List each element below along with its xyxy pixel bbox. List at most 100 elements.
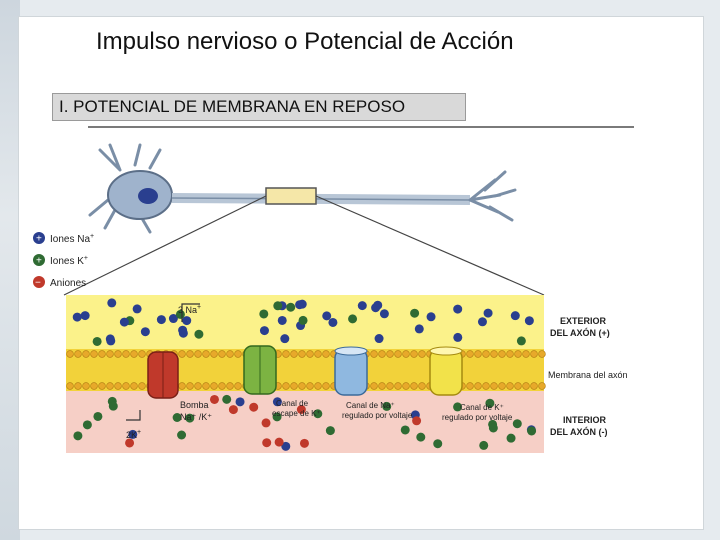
lipid-head	[378, 382, 386, 390]
lipid-head	[210, 382, 218, 390]
lipid-head	[138, 350, 146, 358]
lipid-head	[370, 382, 378, 390]
lipid-head	[298, 350, 306, 358]
legend-anion-sign: −	[35, 278, 41, 289]
k-ion	[527, 426, 537, 436]
lipid-head	[114, 382, 122, 390]
leak-label-line1: Canal de	[276, 399, 309, 408]
lipid-head	[530, 382, 538, 390]
lipid-head	[106, 382, 114, 390]
na-ion	[277, 315, 287, 325]
lipid-head	[98, 350, 106, 358]
k-ion	[272, 412, 282, 422]
lipid-head	[218, 350, 226, 358]
k-ion	[177, 430, 187, 440]
k-ion	[286, 302, 296, 312]
k-voltage-channel	[429, 346, 463, 396]
lipid-head	[122, 350, 130, 358]
lipid-head	[226, 350, 234, 358]
anion	[262, 438, 272, 448]
na-ion	[371, 303, 381, 313]
k-ion	[410, 308, 420, 318]
lipid-head	[74, 350, 82, 358]
na-channel-label-line1: Canal de Na⁺	[346, 401, 395, 410]
k-channel-label-line1: Canal de K⁺	[460, 403, 504, 412]
lipid-head	[290, 350, 298, 358]
lipid-head	[218, 382, 226, 390]
k-ion	[172, 413, 182, 423]
na-channel-label-line2: regulado por voltaje	[342, 411, 413, 420]
k-ion	[194, 329, 204, 339]
na-ion	[272, 397, 282, 407]
lipid-head	[402, 350, 410, 358]
lipid-head	[386, 350, 394, 358]
lipid-head	[178, 350, 186, 358]
lipid-head	[194, 350, 202, 358]
lipid-head	[138, 382, 146, 390]
k-ion	[516, 336, 526, 346]
lipid-head	[322, 382, 330, 390]
k-ion	[453, 402, 463, 412]
k-ion	[416, 432, 426, 442]
legend: + Iones Na+ + Iones K+ − Aniones	[33, 232, 94, 289]
membrane-label: Membrana del axón	[548, 370, 628, 380]
k-ion	[485, 398, 495, 408]
lipid-head	[538, 350, 546, 358]
lipid-head	[202, 350, 210, 358]
k-leak-channel	[243, 345, 277, 395]
lipid-head	[418, 382, 426, 390]
k-ion	[348, 314, 358, 324]
na-ion	[414, 324, 424, 334]
lipid-head	[482, 350, 490, 358]
lipid-head	[538, 382, 546, 390]
legend-k-sign: +	[36, 256, 42, 267]
lipid-head	[498, 382, 506, 390]
k-ion	[93, 411, 103, 421]
na-ion	[168, 314, 178, 324]
heading-underline	[88, 126, 634, 128]
legend-na-sign: +	[36, 234, 42, 245]
pump-label-line1: Bomba	[180, 400, 209, 410]
lipid-head	[194, 382, 202, 390]
lipid-head	[282, 382, 290, 390]
k-ion	[325, 426, 335, 436]
na-ion	[379, 309, 389, 319]
lipid-head	[474, 350, 482, 358]
lipid-head	[514, 350, 522, 358]
lipid-head	[114, 350, 122, 358]
section-heading-box: I. POTENCIAL DE MEMBRANA EN REPOSO	[52, 93, 466, 121]
neuron-illustration	[88, 143, 517, 234]
k-ion	[92, 336, 102, 346]
na-ion	[280, 334, 290, 344]
lipid-head	[394, 350, 402, 358]
na-ion	[119, 317, 129, 327]
k-ion	[400, 425, 410, 435]
legend-na-label: Iones Na+	[50, 233, 94, 245]
k-ion	[506, 433, 516, 443]
na-voltage-channel	[334, 346, 368, 396]
lipid-head	[370, 350, 378, 358]
lipid-head	[298, 382, 306, 390]
k-ion	[175, 309, 185, 319]
na-ion	[524, 316, 534, 326]
na-ion	[281, 441, 291, 451]
na-ion	[453, 304, 463, 314]
lipid-head	[186, 382, 194, 390]
na-ion	[156, 315, 166, 325]
k-ion	[73, 431, 83, 441]
k-ion	[222, 394, 232, 404]
lipid-head	[210, 350, 218, 358]
anion	[125, 438, 135, 448]
anion	[412, 416, 422, 426]
na-ion	[357, 301, 367, 311]
na-k-pump	[147, 351, 179, 399]
k-transport-label: 2K+	[126, 429, 141, 440]
na-ion	[510, 311, 520, 321]
lipid-head	[234, 350, 242, 358]
na-ion	[426, 312, 436, 322]
na-ion	[295, 300, 305, 310]
k-ion	[108, 401, 118, 411]
na-ion	[322, 311, 332, 321]
exterior-label-line1: EXTERIOR	[560, 316, 607, 326]
